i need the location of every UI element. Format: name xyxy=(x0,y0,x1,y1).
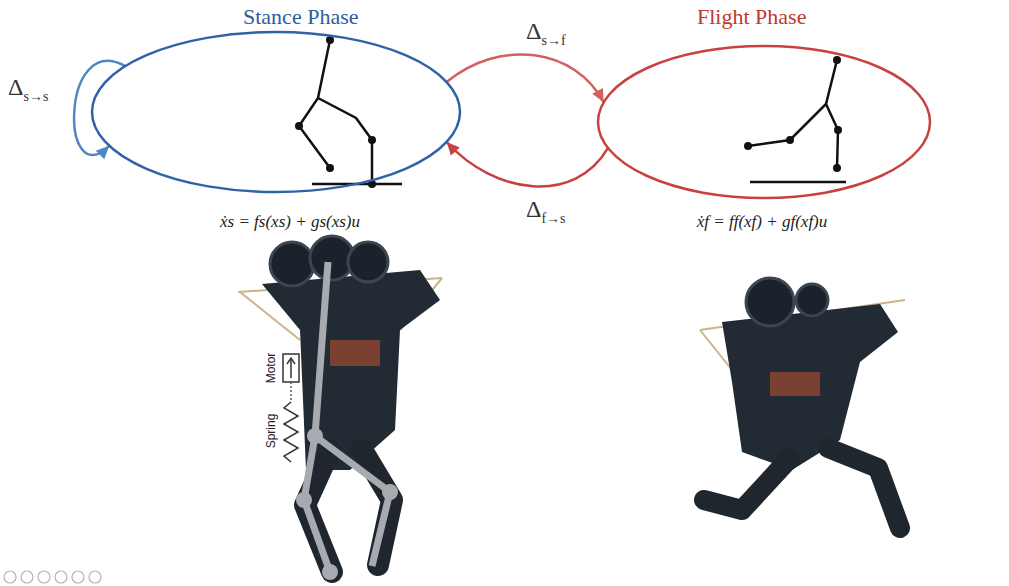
robot-leg xyxy=(828,448,900,528)
label-symbol: Δ xyxy=(8,74,23,100)
joint-dot xyxy=(834,126,842,134)
transition-label: Δs→s xyxy=(6,74,50,105)
ground-line xyxy=(750,181,846,184)
toolbar-icon xyxy=(55,571,67,583)
phase-outline-layer xyxy=(596,4,936,200)
motor-arrow xyxy=(290,360,292,378)
component-label: Spring xyxy=(264,412,278,451)
toolbar-icon xyxy=(21,571,33,583)
phase-title: Stance Phase xyxy=(243,4,358,30)
arrowhead xyxy=(592,88,603,102)
motor-housing xyxy=(270,242,314,286)
label-subscript: f→s xyxy=(541,211,565,226)
joint-dot xyxy=(295,122,303,130)
arrowhead xyxy=(447,142,460,156)
phase-ellipse xyxy=(598,46,930,198)
stance-figure xyxy=(299,40,402,184)
joint-dot xyxy=(307,428,323,444)
spring-symbol xyxy=(284,402,298,462)
arrowhead xyxy=(96,146,109,159)
label-subscript: s→f xyxy=(541,33,565,48)
motor-housing xyxy=(746,278,794,326)
stance-joints xyxy=(295,36,376,188)
joint-dot xyxy=(744,142,752,150)
label-symbol: Δ xyxy=(526,196,541,222)
phase-node: Stance Phase xyxy=(90,4,464,196)
leg-overlay xyxy=(315,436,390,566)
flight-figure xyxy=(748,60,846,182)
joint-dot xyxy=(833,164,841,172)
motor-arrow xyxy=(287,358,295,364)
joint-dot xyxy=(326,36,334,44)
transition-label: Δf→s xyxy=(524,196,568,227)
logo-plate xyxy=(330,340,380,366)
robot-body xyxy=(262,270,440,470)
motor-housing xyxy=(348,242,388,282)
toolbar-icons xyxy=(4,571,101,583)
toolbar-icon xyxy=(72,571,84,583)
leg-overlay xyxy=(304,262,330,572)
toolbar-icon xyxy=(4,571,16,583)
label-subscript: s→s xyxy=(23,89,48,104)
dynamics-equation: ẋs = fs(xs) + gs(xs)u xyxy=(220,212,360,232)
flight-leg-a xyxy=(748,60,837,146)
cable-line xyxy=(290,382,291,402)
dynamics-equation: ẋf = ff(xf) + gf(xf)u xyxy=(697,212,828,232)
motor-symbol xyxy=(283,354,299,382)
robot-body xyxy=(722,304,898,470)
transition-arrow xyxy=(447,142,608,186)
phase-title: Flight Phase xyxy=(697,4,806,30)
phase-outline-layer xyxy=(90,4,464,196)
joint-dot xyxy=(833,56,841,64)
joint-dot xyxy=(382,484,398,500)
flight-leg-b xyxy=(826,104,838,168)
logo-plate xyxy=(770,372,820,396)
joint-dot xyxy=(322,564,338,580)
stance-leg-b xyxy=(318,98,372,184)
flight-joints xyxy=(744,56,842,172)
toolbar-icon xyxy=(38,571,50,583)
robot-leg xyxy=(704,458,790,510)
transition-arrow xyxy=(447,54,604,102)
flight-robot xyxy=(700,278,905,528)
label-symbol: Δ xyxy=(526,18,541,44)
joint-dot xyxy=(296,492,312,508)
transition-arrow xyxy=(74,61,125,155)
phase-node: Flight Phase xyxy=(596,4,936,200)
transition-label: Δs→f xyxy=(524,18,568,49)
component-label: Motor xyxy=(264,351,278,386)
stance-robot xyxy=(238,236,442,580)
motor-housing xyxy=(796,284,828,316)
joint-dot xyxy=(786,136,794,144)
phase-ellipse xyxy=(92,32,460,192)
toolbar-icon xyxy=(89,571,101,583)
joint-dot xyxy=(368,136,376,144)
stance-leg-a xyxy=(299,40,330,168)
joint-dot xyxy=(326,164,334,172)
